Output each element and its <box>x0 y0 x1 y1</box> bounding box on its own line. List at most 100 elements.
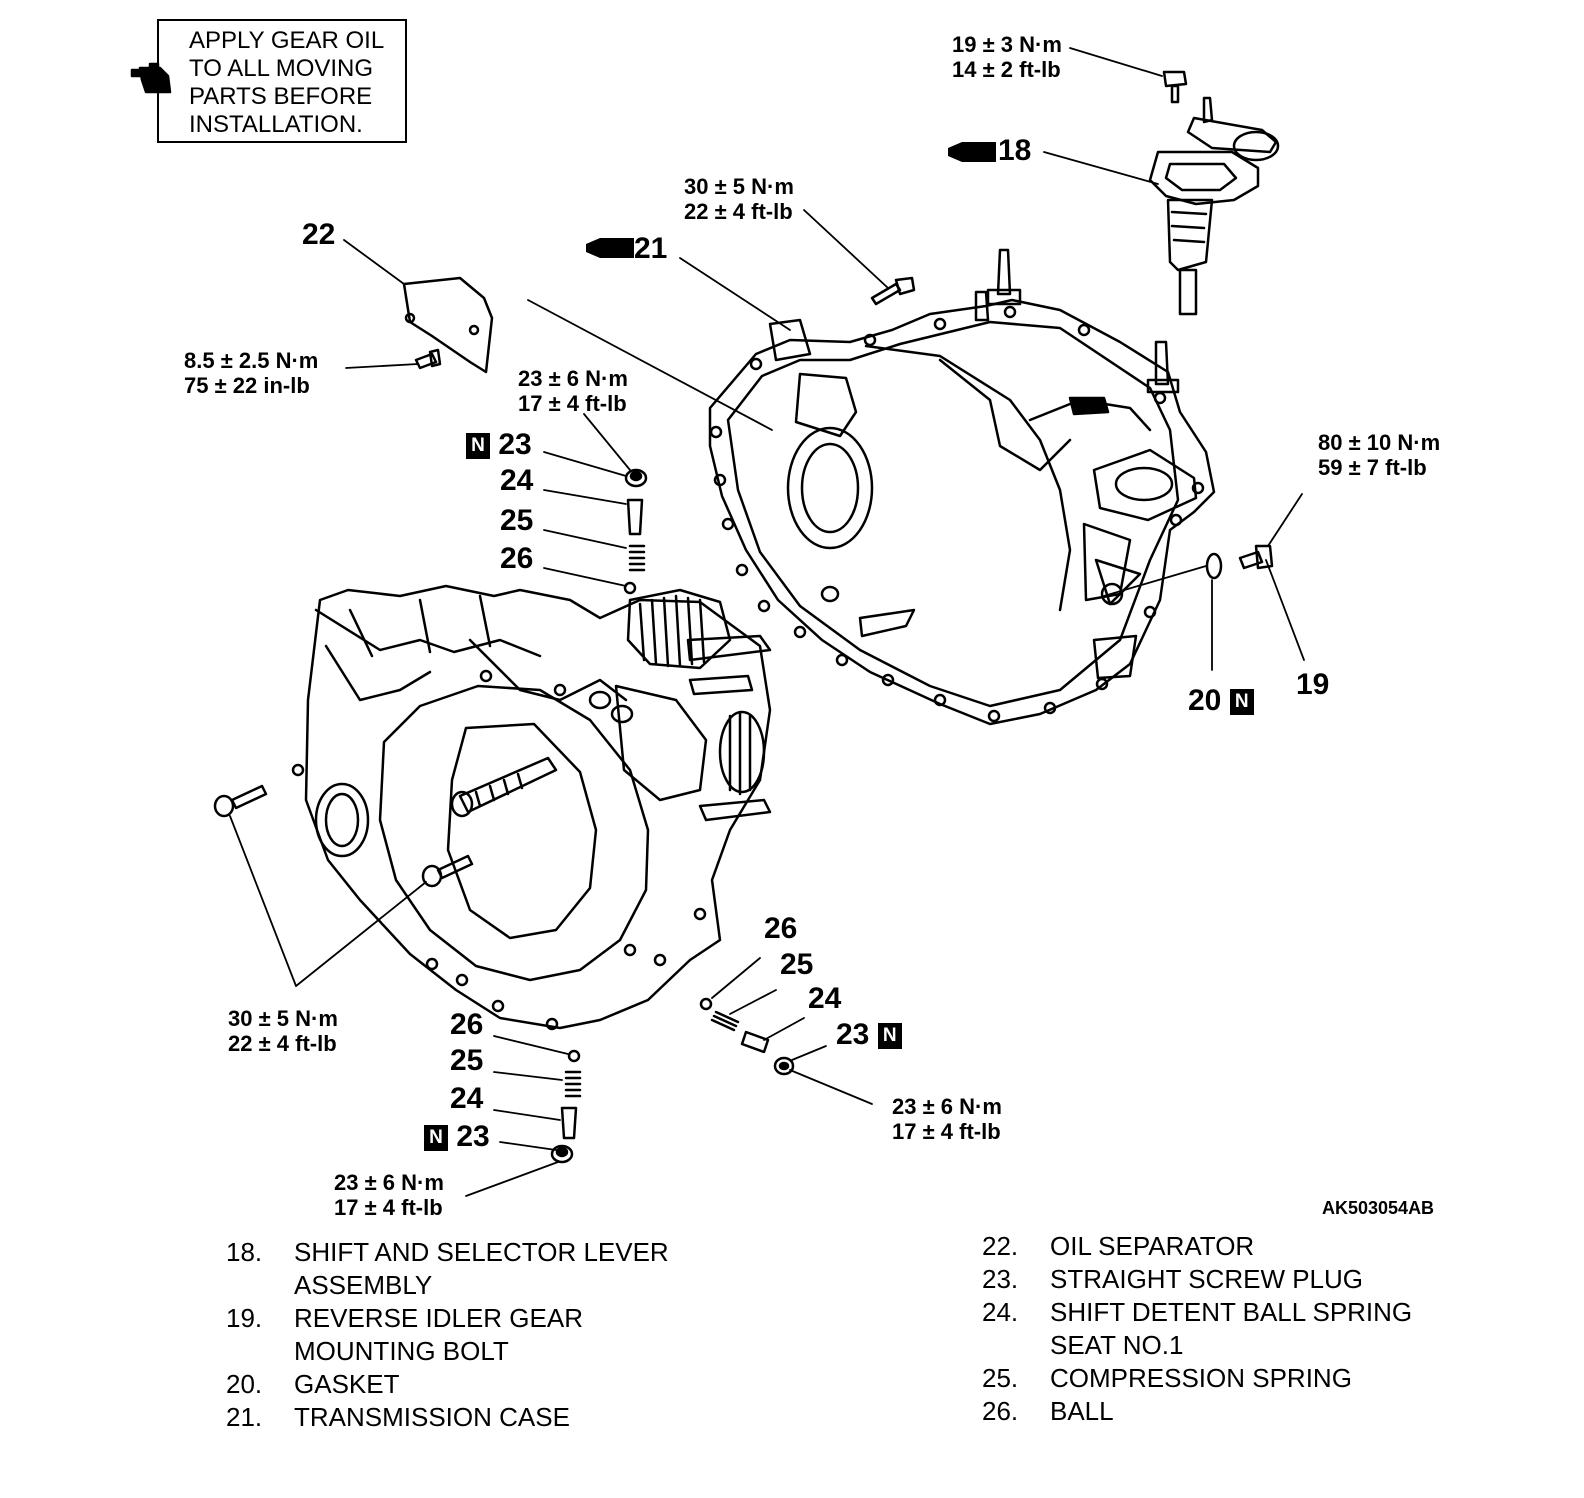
callout-24-right: 24 <box>808 982 842 1015</box>
detent-parts-top <box>623 468 648 595</box>
legend-text: SEAT NO.1 <box>1050 1330 1184 1360</box>
callout-25-top: 25 <box>500 504 534 537</box>
note-line: INSTALLATION. <box>189 111 363 138</box>
transmission-case <box>708 248 1216 726</box>
torque-imperial: 22 ± 4 ft-lb <box>684 199 793 224</box>
leader-lines <box>229 47 1305 1197</box>
torque-metric: 30 ± 5 N·m <box>228 1006 338 1031</box>
shift-lever-bolt <box>1162 70 1188 104</box>
legend-row: SEAT NO.1 <box>982 1329 1470 1362</box>
torque-imperial: 59 ± 7 ft-lb <box>1318 455 1427 480</box>
oil-can-icon <box>130 62 172 94</box>
legend-text: BALL <box>1050 1396 1114 1426</box>
legend-text: GASKET <box>294 1369 400 1399</box>
legend-text: SHIFT AND SELECTOR LEVER <box>294 1237 669 1267</box>
callout-number: 20 <box>1188 684 1222 717</box>
clutch-housing-assembly <box>291 584 772 1031</box>
callout-25-bottom: 25 <box>450 1044 484 1077</box>
callout-number: 23 <box>836 1018 870 1051</box>
torque-spec-23-top: 23 ± 6 N·m 17 ± 4 ft-lb <box>518 366 628 416</box>
torque-imperial: 17 ± 4 ft-lb <box>518 391 627 416</box>
callout-26-right: 26 <box>764 912 798 945</box>
callout-number: 23 <box>498 428 532 461</box>
legend-row: ASSEMBLY <box>226 1269 714 1302</box>
callout-23-right: 23 N <box>836 1020 902 1050</box>
new-part-badge: N <box>1229 689 1254 716</box>
sealant-tube-icon <box>586 142 996 258</box>
legend-text: ASSEMBLY <box>294 1270 433 1300</box>
legend-number: 26. <box>982 1396 1019 1426</box>
legend-row: 19.REVERSE IDLER GEAR <box>226 1302 714 1335</box>
figure-code: AK503054AB <box>1322 1198 1435 1218</box>
torque-metric: 19 ± 3 N·m <box>952 32 1062 57</box>
torque-spec-21: 30 ± 5 N·m 22 ± 4 ft-lb <box>684 174 794 224</box>
legend-text: TRANSMISSION CASE <box>294 1402 570 1432</box>
case-bolt-top <box>870 276 916 306</box>
gasket <box>1205 552 1223 580</box>
note-line: PARTS BEFORE <box>189 83 373 110</box>
legend-row: MOUNTING BOLT <box>226 1335 714 1368</box>
legend-number: 23. <box>982 1264 1019 1294</box>
legend-text: STRAIGHT SCREW PLUG <box>1050 1264 1364 1294</box>
callout-26-bottom: 26 <box>450 1008 484 1041</box>
legend-number: 20. <box>226 1369 263 1399</box>
torque-metric: 23 ± 6 N·m <box>518 366 628 391</box>
gear-oil-note: APPLY GEAR OIL TO ALL MOVING PARTS BEFOR… <box>157 19 407 143</box>
legend-number <box>226 1269 294 1302</box>
legend-row: 26. BALL <box>982 1395 1470 1428</box>
shift-selector-lever-assembly <box>1148 96 1280 316</box>
callout-24-top: 24 <box>500 464 534 497</box>
torque-imperial: 14 ± 2 ft-lb <box>952 57 1061 82</box>
callout-19: 19 <box>1296 668 1330 701</box>
oil-separator <box>402 276 494 374</box>
torque-spec-19: 80 ± 10 N·m 59 ± 7 ft-lb <box>1318 430 1440 480</box>
legend-row: 20. GASKET <box>226 1368 714 1401</box>
detent-parts-right <box>699 997 795 1076</box>
oil-separator-bolt <box>414 348 442 370</box>
torque-spec-22: 8.5 ± 2.5 N·m 75 ± 22 in-lb <box>184 348 318 398</box>
legend-row: 24.SHIFT DETENT BALL SPRING <box>982 1296 1470 1329</box>
torque-metric: 8.5 ± 2.5 N·m <box>184 348 319 373</box>
new-part-badge: N <box>466 433 490 460</box>
callout-26-top: 26 <box>500 542 534 575</box>
torque-imperial: 17 ± 4 ft-lb <box>334 1195 443 1220</box>
callout-number: 23 <box>456 1120 490 1153</box>
callout-21: 21 <box>634 232 668 265</box>
torque-spec-23-right: 23 ± 6 N·m 17 ± 4 ft-lb <box>892 1094 1002 1144</box>
new-part-badge: N <box>877 1023 902 1050</box>
legend-row: 21. TRANSMISSION CASE <box>226 1401 714 1434</box>
torque-metric: 23 ± 6 N·m <box>334 1170 444 1195</box>
reverse-idler-bolt <box>1238 544 1274 570</box>
legend-number: 25. <box>982 1363 1019 1393</box>
callout-22: 22 <box>302 218 336 251</box>
detent-parts-bottom <box>550 1049 582 1164</box>
callout-25-right: 25 <box>780 948 814 981</box>
legend-row: 25. COMPRESSION SPRING <box>982 1362 1470 1395</box>
legend-text: MOUNTING BOLT <box>294 1336 509 1366</box>
torque-imperial: 22 ± 4 ft-lb <box>228 1031 337 1056</box>
torque-metric: 30 ± 5 N·m <box>684 174 794 199</box>
legend-row: 23. STRAIGHT SCREW PLUG <box>982 1263 1470 1296</box>
new-part-badge: N <box>424 1125 448 1152</box>
torque-spec-case: 30 ± 5 N·m 22 ± 4 ft-lb <box>228 1006 338 1056</box>
legend-number <box>982 1329 1050 1362</box>
callout-24-bottom: 24 <box>450 1082 484 1115</box>
callout-20: 20 N <box>1188 686 1254 716</box>
callout-18: 18 <box>998 134 1032 167</box>
legend-text: COMPRESSION SPRING <box>1050 1363 1352 1393</box>
legend-number: 24. <box>982 1297 1019 1327</box>
legend-number: 21. <box>226 1402 263 1432</box>
torque-imperial: 17 ± 4 ft-lb <box>892 1119 1001 1144</box>
legend-row: 18. SHIFT AND SELECTOR LEVER <box>226 1236 714 1269</box>
legend-number: 19. <box>226 1303 263 1333</box>
parts-legend-left: 18. SHIFT AND SELECTOR LEVER ASSEMBLY 19.… <box>226 1236 714 1434</box>
torque-metric: 80 ± 10 N·m <box>1318 430 1441 455</box>
legend-row: 22.OIL SEPARATOR <box>982 1230 1470 1263</box>
legend-text: OIL SEPARATOR <box>1050 1231 1255 1261</box>
note-line: TO ALL MOVING <box>189 55 374 82</box>
legend-number <box>226 1335 294 1368</box>
case-bolts-lower <box>213 784 474 888</box>
legend-number: 18. <box>226 1237 263 1267</box>
